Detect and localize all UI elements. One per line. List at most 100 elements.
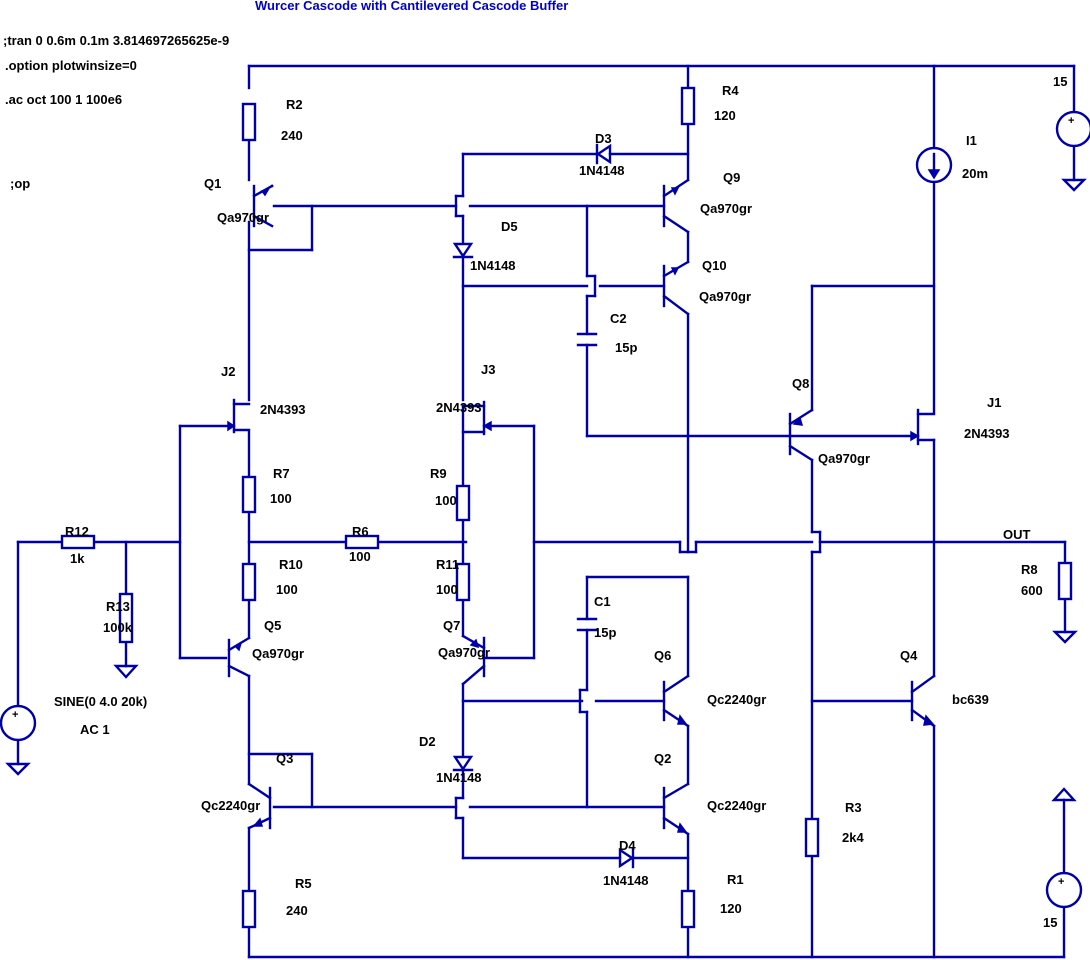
c2-name: C2 — [610, 311, 627, 326]
d5-diode[interactable] — [452, 242, 474, 259]
j3-jfet[interactable] — [461, 400, 492, 436]
c1-name: C1 — [594, 594, 611, 609]
svg-text:+: + — [1058, 876, 1064, 888]
option-directive: .option plotwinsize=0 — [5, 58, 137, 73]
r3-value: 2k4 — [842, 830, 864, 845]
q2-name: Q2 — [654, 751, 671, 766]
d5-name: D5 — [501, 219, 518, 234]
q10-value: Qa970gr — [699, 289, 751, 304]
j3-name: J3 — [481, 362, 495, 377]
right-middle-wiring — [578, 64, 792, 959]
r2-value: 240 — [281, 128, 303, 143]
r8-name: R8 — [1021, 562, 1038, 577]
r7-resistor[interactable] — [241, 475, 257, 514]
q9-value: Qa970gr — [700, 201, 752, 216]
q3-name: Q3 — [276, 751, 293, 766]
input-wiring — [16, 424, 236, 766]
v1-ac: AC 1 — [80, 722, 110, 737]
j1-jfet[interactable] — [910, 408, 936, 446]
d2-name: D2 — [419, 734, 436, 749]
q10-transistor[interactable] — [662, 260, 690, 316]
q8-value: Qa970gr — [818, 451, 870, 466]
r13-ground-icon — [113, 664, 139, 679]
r3-name: R3 — [845, 800, 862, 815]
q2-transistor[interactable] — [662, 782, 690, 836]
q6-transistor[interactable] — [662, 674, 690, 728]
r10-name: R10 — [279, 557, 303, 572]
d3-value: 1N4148 — [579, 163, 625, 178]
r2-resistor[interactable] — [241, 102, 257, 142]
r12-name: R12 — [65, 524, 89, 539]
q1-transistor[interactable] — [252, 184, 274, 228]
v2-ground-icon — [1061, 178, 1087, 192]
ac-directive: .ac oct 100 1 100e6 — [5, 92, 122, 107]
left-column-wiring — [247, 64, 468, 959]
r12-resistor[interactable] — [60, 534, 96, 550]
r1-name: R1 — [727, 872, 744, 887]
i1-value: 20m — [962, 166, 988, 181]
j2-name: J2 — [221, 364, 235, 379]
j2-value: 2N4393 — [260, 402, 306, 417]
r4-resistor[interactable] — [680, 86, 696, 126]
r5-resistor[interactable] — [241, 889, 257, 929]
r13-resistor[interactable] — [118, 592, 134, 644]
c2-value: 15p — [615, 340, 637, 355]
d2-diode[interactable] — [452, 755, 474, 772]
q6-name: Q6 — [654, 648, 671, 663]
r13-value: 100k — [103, 620, 133, 635]
schematic-title: Wurcer Cascode with Cantilevered Cascode… — [255, 0, 568, 13]
q4-name: Q4 — [900, 648, 918, 663]
r10-resistor[interactable] — [241, 562, 257, 602]
out-net-label: OUT — [1003, 527, 1031, 542]
q9-transistor[interactable] — [662, 178, 690, 234]
c1-capacitor[interactable] — [576, 617, 598, 632]
r9-resistor[interactable] — [455, 484, 471, 522]
j1-value: 2N4393 — [964, 426, 1010, 441]
q7-transistor[interactable] — [461, 634, 486, 686]
r8-resistor[interactable] — [1057, 561, 1073, 601]
right-section-wiring — [788, 64, 1076, 959]
r4-value: 120 — [714, 108, 736, 123]
q5-name: Q5 — [264, 618, 281, 633]
r9-name: R9 — [430, 466, 447, 481]
j2-jfet[interactable] — [227, 398, 251, 434]
i1-current-source[interactable] — [915, 146, 953, 184]
r8-ground-icon — [1052, 630, 1078, 644]
q1-name: Q1 — [204, 176, 221, 191]
q7-name: Q7 — [443, 618, 460, 633]
tran-directive: ;tran 0 0.6m 0.1m 3.814697265625e-9 — [3, 33, 229, 48]
v1-ground-icon — [5, 762, 31, 776]
r4-name: R4 — [722, 83, 739, 98]
r6-resistor[interactable] — [344, 534, 380, 550]
d3-diode[interactable] — [595, 143, 612, 165]
svg-text:+: + — [1068, 115, 1074, 127]
r6-value: 100 — [349, 549, 371, 564]
r11-resistor[interactable] — [455, 562, 471, 602]
q4-value: bc639 — [952, 692, 989, 707]
c1-value: 15p — [594, 625, 616, 640]
v2-source-icon[interactable]: + — [1055, 110, 1090, 148]
r7-value: 100 — [270, 491, 292, 506]
r2-name: R2 — [286, 97, 303, 112]
q3-transistor[interactable] — [247, 782, 272, 830]
d4-diode[interactable] — [618, 847, 635, 869]
i1-name: I1 — [966, 133, 977, 148]
r12-value: 1k — [70, 551, 85, 566]
c2-capacitor[interactable] — [576, 332, 598, 347]
r7-name: R7 — [273, 466, 290, 481]
q5-transistor[interactable] — [227, 636, 251, 678]
q8-transistor[interactable] — [788, 408, 814, 462]
v3-source-icon[interactable]: + — [1045, 871, 1083, 909]
r11-name: R11 — [436, 557, 459, 572]
r1-resistor[interactable] — [680, 889, 696, 929]
v2-value: 15 — [1053, 74, 1067, 89]
r13-name: R13 — [106, 599, 130, 614]
q4-transistor[interactable] — [910, 674, 936, 728]
r3-resistor[interactable] — [804, 817, 820, 858]
v1-source-icon[interactable]: + — [0, 704, 37, 742]
r1-value: 120 — [720, 901, 742, 916]
r8-value: 600 — [1021, 583, 1043, 598]
r11-value: 100 — [436, 582, 458, 597]
